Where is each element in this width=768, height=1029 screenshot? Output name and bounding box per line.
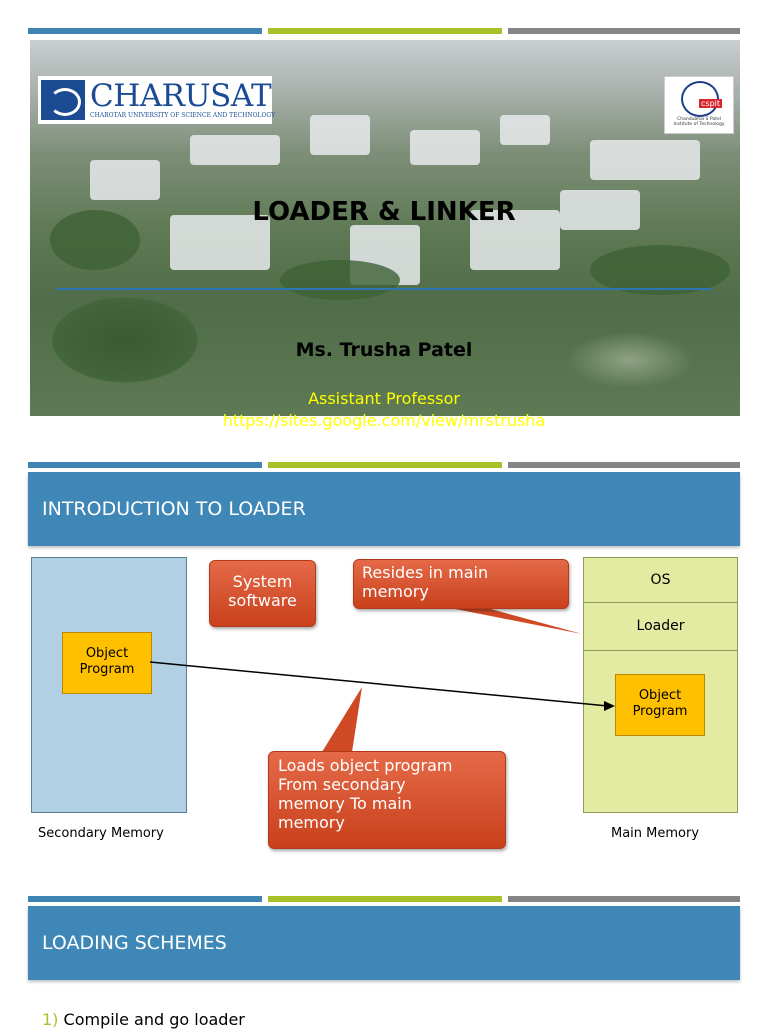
charusat-emblem-icon [41, 80, 85, 120]
author-url[interactable]: https://sites.google.com/view/mrstrusha [222, 411, 546, 430]
resides-callout-pointer [420, 602, 582, 634]
os-region: OS [584, 558, 737, 603]
system-software-callout: System software [209, 560, 316, 627]
campus-aerial-photo [30, 40, 740, 416]
author-role: Assistant Professor [308, 389, 460, 408]
top-accent-bars [28, 896, 740, 903]
load-arrowhead [604, 701, 615, 711]
diagram-connectors [149, 602, 615, 752]
loading-schemes-slide: LOADING SCHEMES 1) Compile and go loader [0, 896, 768, 1029]
resides-callout: Resides in main memory [353, 559, 569, 609]
title-divider [56, 288, 712, 290]
author-name: Ms. Trusha Patel [295, 339, 473, 361]
intro-slide: INTRODUCTION TO LOADER Object Program Se… [0, 462, 768, 862]
author-details: Assistant Professor https://sites.google… [0, 388, 768, 432]
slide-heading: INTRODUCTION TO LOADER [42, 498, 306, 520]
slide-title: LOADER & LINKER [252, 197, 516, 227]
main-memory-label: Main Memory [611, 826, 700, 841]
title-slide: CHARUSAT CHAROTAR UNIVERSITY OF SCIENCE … [0, 28, 768, 430]
top-accent-bars [28, 28, 740, 35]
slide-header: INTRODUCTION TO LOADER [28, 472, 740, 546]
load-arrow [149, 661, 609, 707]
loads-callout-pointer [322, 687, 362, 752]
charusat-logo: CHARUSAT CHAROTAR UNIVERSITY OF SCIENCE … [38, 76, 275, 124]
loads-callout: Loads object program From secondary memo… [268, 751, 506, 849]
loader-region: Loader [584, 603, 737, 651]
slide-heading: LOADING SCHEMES [42, 932, 227, 954]
object-program-secondary: Object Program [62, 632, 152, 694]
top-accent-bars [28, 462, 740, 469]
slide-header: LOADING SCHEMES [28, 906, 740, 980]
cspit-logo: cspit Chandubhai S Patel Institute of Te… [664, 76, 734, 134]
secondary-memory-label: Secondary Memory [38, 826, 164, 841]
list-text: Compile and go loader [63, 1010, 245, 1029]
list-number: 1) [42, 1010, 59, 1029]
object-program-main: Object Program [615, 674, 705, 736]
list-item: 1) Compile and go loader [42, 1010, 245, 1029]
